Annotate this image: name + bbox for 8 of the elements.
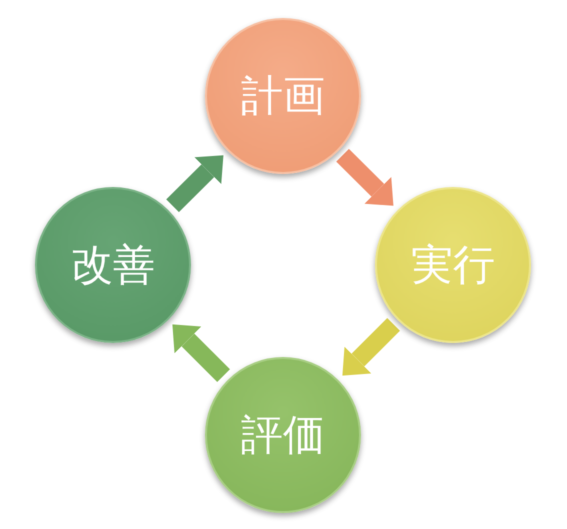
node-label: 評価 [241,414,325,456]
block-arrow [342,318,400,376]
node-label: 改善 [71,244,155,286]
block-arrow [336,148,394,206]
node-label: 計画 [241,75,325,117]
block-arrow [172,324,230,382]
node-label: 実行 [411,244,495,286]
block-arrow [166,155,224,212]
